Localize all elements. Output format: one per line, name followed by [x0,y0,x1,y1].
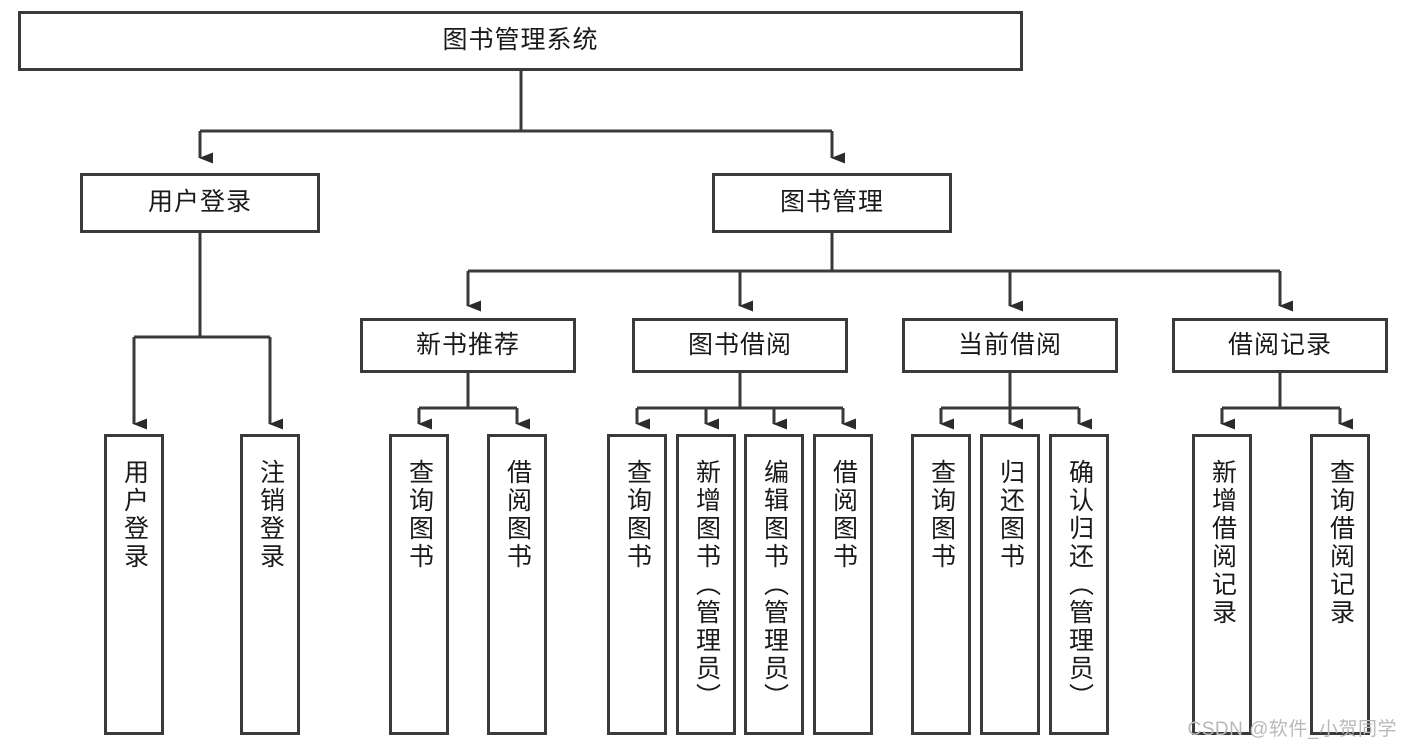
node-book-management[interactable]: 图书管理 [712,173,952,233]
node-label: 查询图书 [623,459,652,571]
leaf-query-borrow-record[interactable]: 查询借阅记录 [1310,434,1370,735]
node-root-system[interactable]: 图书管理系统 [18,11,1023,71]
node-label: 借阅图书 [829,459,858,571]
node-label: 归还图书 [996,459,1025,571]
node-label: 图书管理 [779,188,884,217]
node-label: 查询图书 [405,459,434,571]
node-label: 图书借阅 [687,330,792,359]
node-book-borrow[interactable]: 图书借阅 [632,318,848,373]
node-label: 借阅记录 [1227,330,1332,359]
node-current-borrow[interactable]: 当前借阅 [902,318,1118,373]
watermark-text: CSDN @软件_小贺同学 [1187,719,1397,740]
node-label: 新增图书（管理员） [692,459,721,711]
node-label: 用户登录 [147,188,252,217]
node-new-book-recommend[interactable]: 新书推荐 [360,318,576,373]
node-label: 确认归还（管理员） [1065,459,1094,711]
leaf-confirm-return-admin[interactable]: 确认归还（管理员） [1049,434,1109,735]
node-borrow-record[interactable]: 借阅记录 [1172,318,1388,373]
node-label: 借阅图书 [503,459,532,571]
leaf-logout[interactable]: 注销登录 [240,434,300,735]
node-user-login[interactable]: 用户登录 [80,173,320,233]
leaf-borrow-book[interactable]: 借阅图书 [813,434,873,735]
node-label: 查询图书 [927,459,956,571]
node-label: 查询借阅记录 [1326,459,1355,627]
node-label: 用户登录 [120,459,149,571]
leaf-user-login[interactable]: 用户登录 [104,434,164,735]
leaf-query-book-borrow[interactable]: 查询图书 [607,434,667,735]
leaf-add-borrow-record[interactable]: 新增借阅记录 [1192,434,1252,735]
node-label: 注销登录 [256,459,285,571]
leaf-return-book[interactable]: 归还图书 [980,434,1040,735]
node-label: 新书推荐 [415,330,520,359]
leaf-query-book-current[interactable]: 查询图书 [911,434,971,735]
leaf-edit-book-admin[interactable]: 编辑图书（管理员） [744,434,804,735]
leaf-add-book-admin[interactable]: 新增图书（管理员） [676,434,736,735]
leaf-query-book-recommend[interactable]: 查询图书 [389,434,449,735]
leaf-borrow-book-recommend[interactable]: 借阅图书 [487,434,547,735]
node-label: 图书管理系统 [442,26,599,55]
node-label: 编辑图书（管理员） [760,459,789,711]
node-label: 当前借阅 [957,330,1062,359]
node-label: 新增借阅记录 [1208,459,1237,627]
